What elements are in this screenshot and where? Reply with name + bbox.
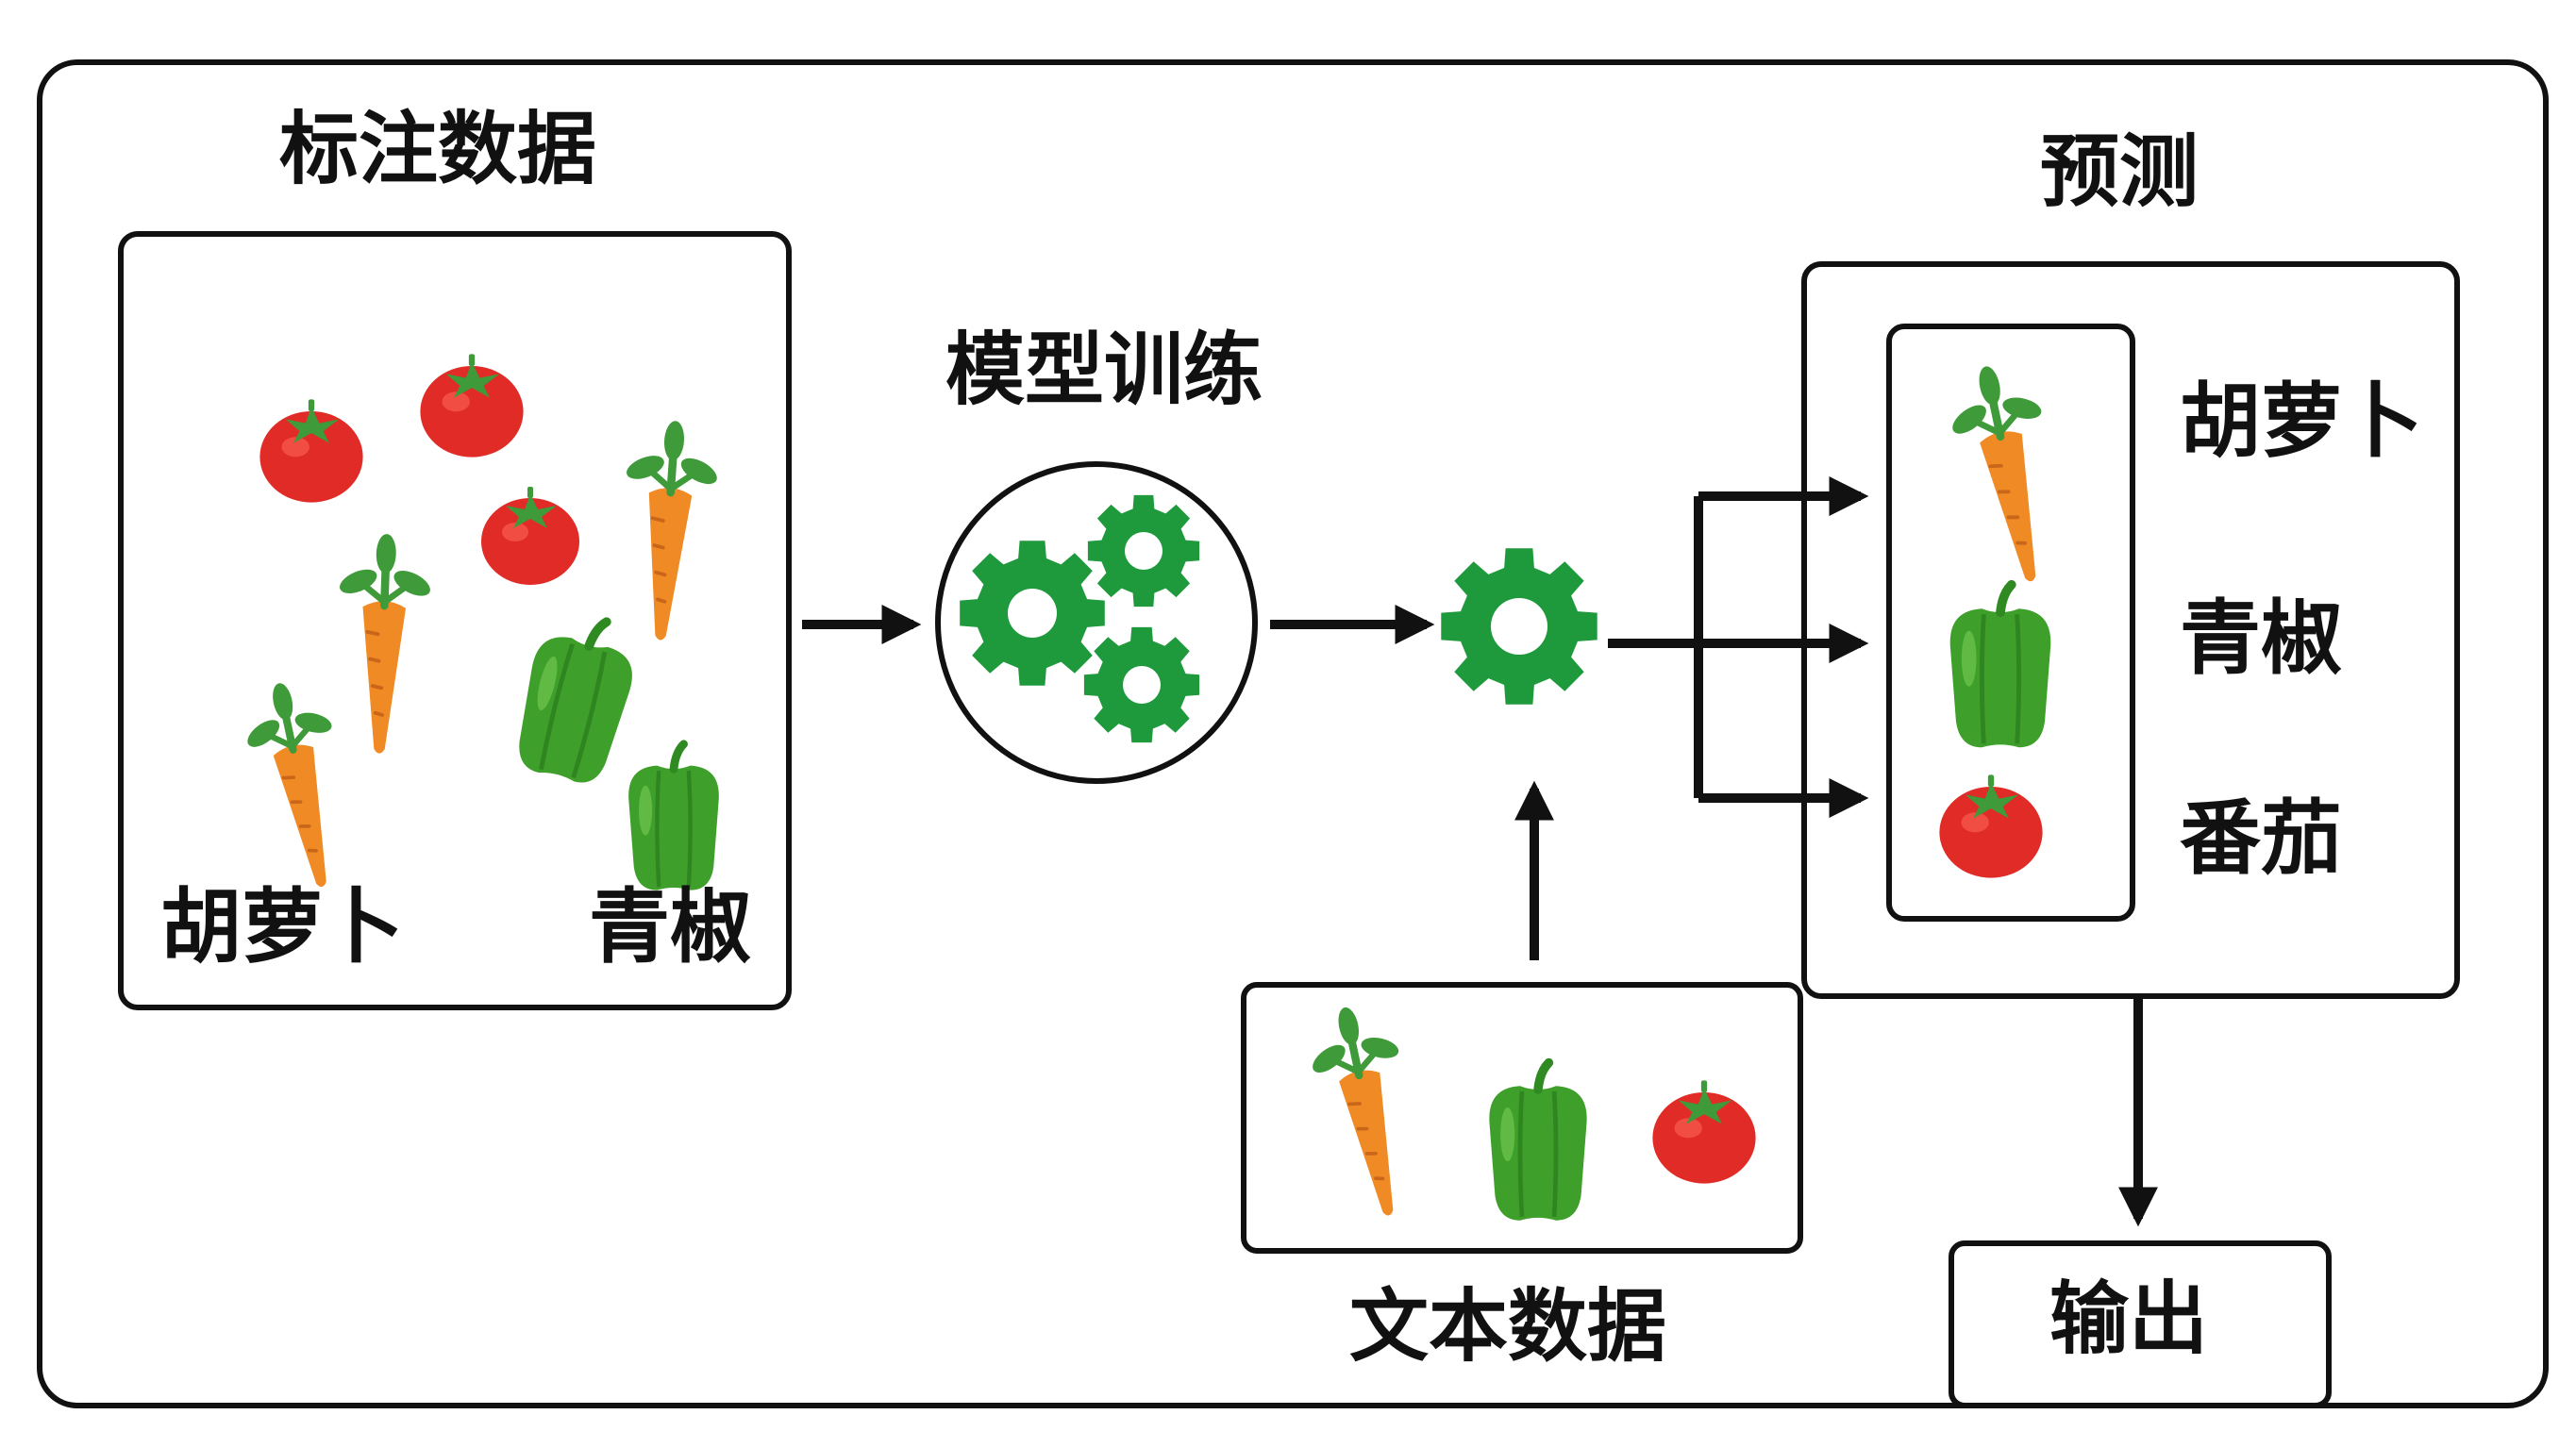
labeled-data-box <box>118 231 792 1010</box>
text-data-title: 文本数据 <box>1349 1280 1667 1373</box>
gear-icon <box>1441 548 1597 705</box>
tomato-icon <box>1652 1080 1756 1184</box>
pepper-icon <box>1950 585 2051 747</box>
text-data-box <box>1241 982 1803 1254</box>
output-label: 输出 <box>2049 1273 2209 1365</box>
carrot-icon <box>1298 998 1435 1225</box>
tomato-icon <box>481 487 579 585</box>
pred-pepper-label: 青椒 <box>2180 591 2342 686</box>
input-carrot-label: 胡萝卜 <box>160 880 404 974</box>
tomato-icon <box>420 354 524 458</box>
pepper-icon <box>628 744 719 890</box>
pred-tomato-label: 番茄 <box>2180 791 2342 886</box>
gear-inference-hole <box>1491 598 1547 655</box>
pepper-icon <box>508 607 644 790</box>
pepper-icon <box>1489 1063 1586 1221</box>
gear-large-left-hole <box>1008 589 1057 638</box>
carrot-icon <box>330 532 436 755</box>
output-box <box>1949 1240 2332 1408</box>
model-circle <box>935 461 1258 784</box>
gears-icon <box>960 494 1200 743</box>
model-training-title: 模型训练 <box>945 324 1263 416</box>
branch-connector <box>1608 496 1703 798</box>
prediction-inner-box <box>1886 324 2135 922</box>
outer-frame <box>37 59 2549 1408</box>
input-pepper-label: 青椒 <box>589 880 751 974</box>
tomato-icon <box>1939 774 2043 878</box>
tomato-icon <box>259 399 363 503</box>
carrot-icon <box>611 418 725 643</box>
carrot-icon <box>233 674 367 896</box>
gear-small-bottom-hole <box>1123 666 1161 704</box>
gear-small-top-hole <box>1125 532 1163 570</box>
prediction-box <box>1801 261 2460 999</box>
prediction-title: 预测 <box>2040 125 2200 218</box>
carrot-icon <box>1938 357 2080 591</box>
pred-carrot-label: 胡萝卜 <box>2180 374 2423 469</box>
labeled-data-title: 标注数据 <box>279 103 597 195</box>
